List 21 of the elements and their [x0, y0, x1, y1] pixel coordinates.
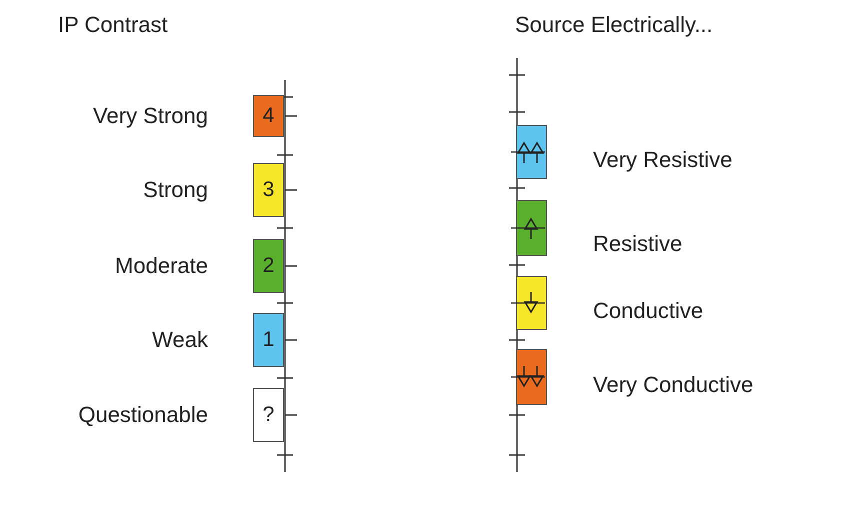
- level-label: Moderate: [115, 253, 208, 279]
- level-box: [253, 313, 284, 367]
- level-label: Questionable: [78, 402, 208, 428]
- level-label: Conductive: [593, 298, 704, 324]
- level-number: 1: [262, 328, 274, 352]
- level-box: [253, 388, 284, 442]
- level-label: Weak: [152, 327, 208, 353]
- column-heading: IP Contrast: [58, 12, 168, 38]
- level-label: Very Resistive: [593, 147, 732, 173]
- level-box: [253, 163, 284, 217]
- level-box: [253, 239, 284, 293]
- level-label: Very Strong: [93, 103, 208, 129]
- level-number: ?: [262, 403, 274, 427]
- level-number: 4: [262, 104, 274, 128]
- level-number: 3: [262, 178, 274, 202]
- level-label: Resistive: [593, 231, 682, 257]
- column-heading: Source Electrically...: [515, 12, 713, 38]
- level-number: 2: [262, 254, 274, 278]
- level-box: [253, 95, 284, 137]
- level-label: Very Conductive: [593, 372, 754, 398]
- level-label: Strong: [143, 177, 208, 203]
